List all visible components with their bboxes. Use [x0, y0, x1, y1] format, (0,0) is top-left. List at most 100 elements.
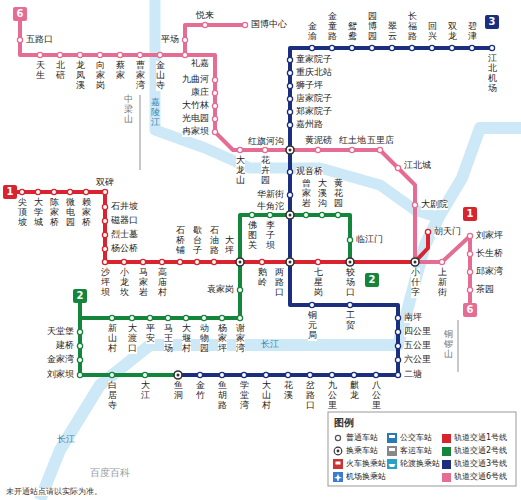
station-name: 碧津: [468, 22, 477, 42]
station-name: 鱼洞: [174, 381, 183, 401]
station-dot: [439, 259, 444, 264]
legend-airport-symbol: [333, 472, 343, 482]
legend-train-symbol: [336, 462, 341, 465]
station-dot: [109, 315, 114, 320]
station-name: 大剧院: [421, 200, 448, 210]
line-badge: 3: [485, 15, 499, 29]
station-dot: [212, 90, 217, 95]
station-dot: [377, 147, 382, 152]
station-name: 江北城: [404, 161, 431, 171]
station-name: 二塘: [404, 370, 422, 380]
station-dot: [37, 52, 42, 57]
station-name: 康庄: [191, 88, 209, 98]
station-name: 花溪: [284, 381, 293, 401]
station-dot: [182, 52, 187, 57]
yangtze-river: [40, 128, 521, 500]
station-dot: [349, 147, 354, 152]
station-name: 天生: [36, 61, 45, 81]
station-name: 狮子坪: [296, 81, 323, 91]
station-name: 鸳鸯: [348, 22, 357, 42]
legend-box: [328, 412, 516, 486]
legend-transfer-symbol: [337, 450, 340, 453]
station-dot: [147, 315, 152, 320]
line-3-route: [178, 48, 492, 375]
mountain-ridge: [139, 95, 141, 170]
station-name: 大学城: [34, 198, 43, 228]
station-dot: [19, 189, 24, 194]
station-dot: [140, 259, 145, 264]
station-name: 红旗河沟: [248, 137, 284, 147]
station-name: 临江门: [356, 235, 383, 245]
station-name: 北碚: [56, 61, 65, 81]
station-dot: [237, 315, 242, 320]
station-dot: [307, 372, 312, 377]
line-1-route: [17, 192, 428, 262]
station-name: 南坪: [404, 313, 422, 323]
station-dot: [315, 147, 320, 152]
station-name: 陈家桥: [50, 198, 59, 228]
transfer-station-dot: [286, 211, 294, 219]
station-name: 袁家岗: [207, 285, 234, 295]
station-dot: [137, 52, 142, 57]
station-name: 五公里: [404, 341, 431, 351]
station-dot: [395, 315, 400, 320]
station-name: 国博中心: [251, 20, 287, 30]
station-dot: [212, 103, 217, 108]
legend-swatch: [442, 473, 451, 482]
station-dot: [77, 343, 82, 348]
line-badge: 1: [463, 207, 477, 221]
station-name: 上新街: [438, 268, 447, 298]
station-name: 较场口: [346, 268, 355, 298]
station-name: 动物园: [200, 324, 209, 354]
station-dot: [287, 57, 292, 62]
station-name: 长生桥: [476, 249, 503, 259]
station-dot: [212, 77, 217, 82]
legend-airport-symbol: [334, 474, 342, 482]
station-name: 光电园: [182, 114, 209, 124]
station-dot: [329, 372, 334, 377]
station-name: 高庙村: [158, 268, 167, 298]
station-dot: [102, 259, 107, 264]
station-dot: [467, 251, 472, 256]
station-dot: [77, 357, 82, 362]
station-dot: [201, 315, 206, 320]
station-dot: [467, 287, 472, 292]
station-dot: [303, 212, 308, 217]
station-dot: [347, 302, 352, 307]
station-dot: [425, 229, 430, 234]
transfer-station-core: [239, 261, 242, 264]
station-name: 大溪沟: [318, 179, 327, 209]
station-dot: [395, 343, 400, 348]
station-dot: [237, 287, 242, 292]
station-name: 大江: [141, 381, 150, 401]
station-dot: [219, 372, 224, 377]
station-dot: [212, 116, 217, 121]
transfer-station-dot: [286, 146, 294, 154]
station-name: 礼嘉: [191, 59, 209, 69]
station-dot: [287, 192, 292, 197]
station-dot: [102, 246, 107, 251]
station-name: 铜元局: [308, 311, 317, 341]
station-name: 新山村: [108, 324, 117, 354]
station-dot: [183, 315, 188, 320]
legend-text: 机场换乘站: [346, 473, 386, 482]
station-dot: [182, 37, 187, 42]
station-name: 唐家院子: [296, 94, 332, 104]
station-name: 茶园: [476, 285, 494, 295]
station-dot: [489, 45, 494, 50]
station-dot: [409, 45, 414, 50]
station-dot: [395, 165, 400, 170]
station-dot: [315, 259, 320, 264]
station-name: 平场: [161, 35, 179, 45]
station-dot: [285, 372, 290, 377]
station-name: 金家湾: [47, 355, 74, 365]
station-dot: [351, 372, 356, 377]
legend-bus-symbol: [387, 433, 397, 443]
watermark: 百度百科: [90, 467, 130, 478]
station-dot: [319, 212, 324, 217]
station-dot: [212, 129, 217, 134]
station-dot: [67, 189, 72, 194]
station-name: 建桥: [56, 341, 74, 351]
station-dot: [395, 357, 400, 362]
station-name: 石井坡: [111, 202, 138, 212]
